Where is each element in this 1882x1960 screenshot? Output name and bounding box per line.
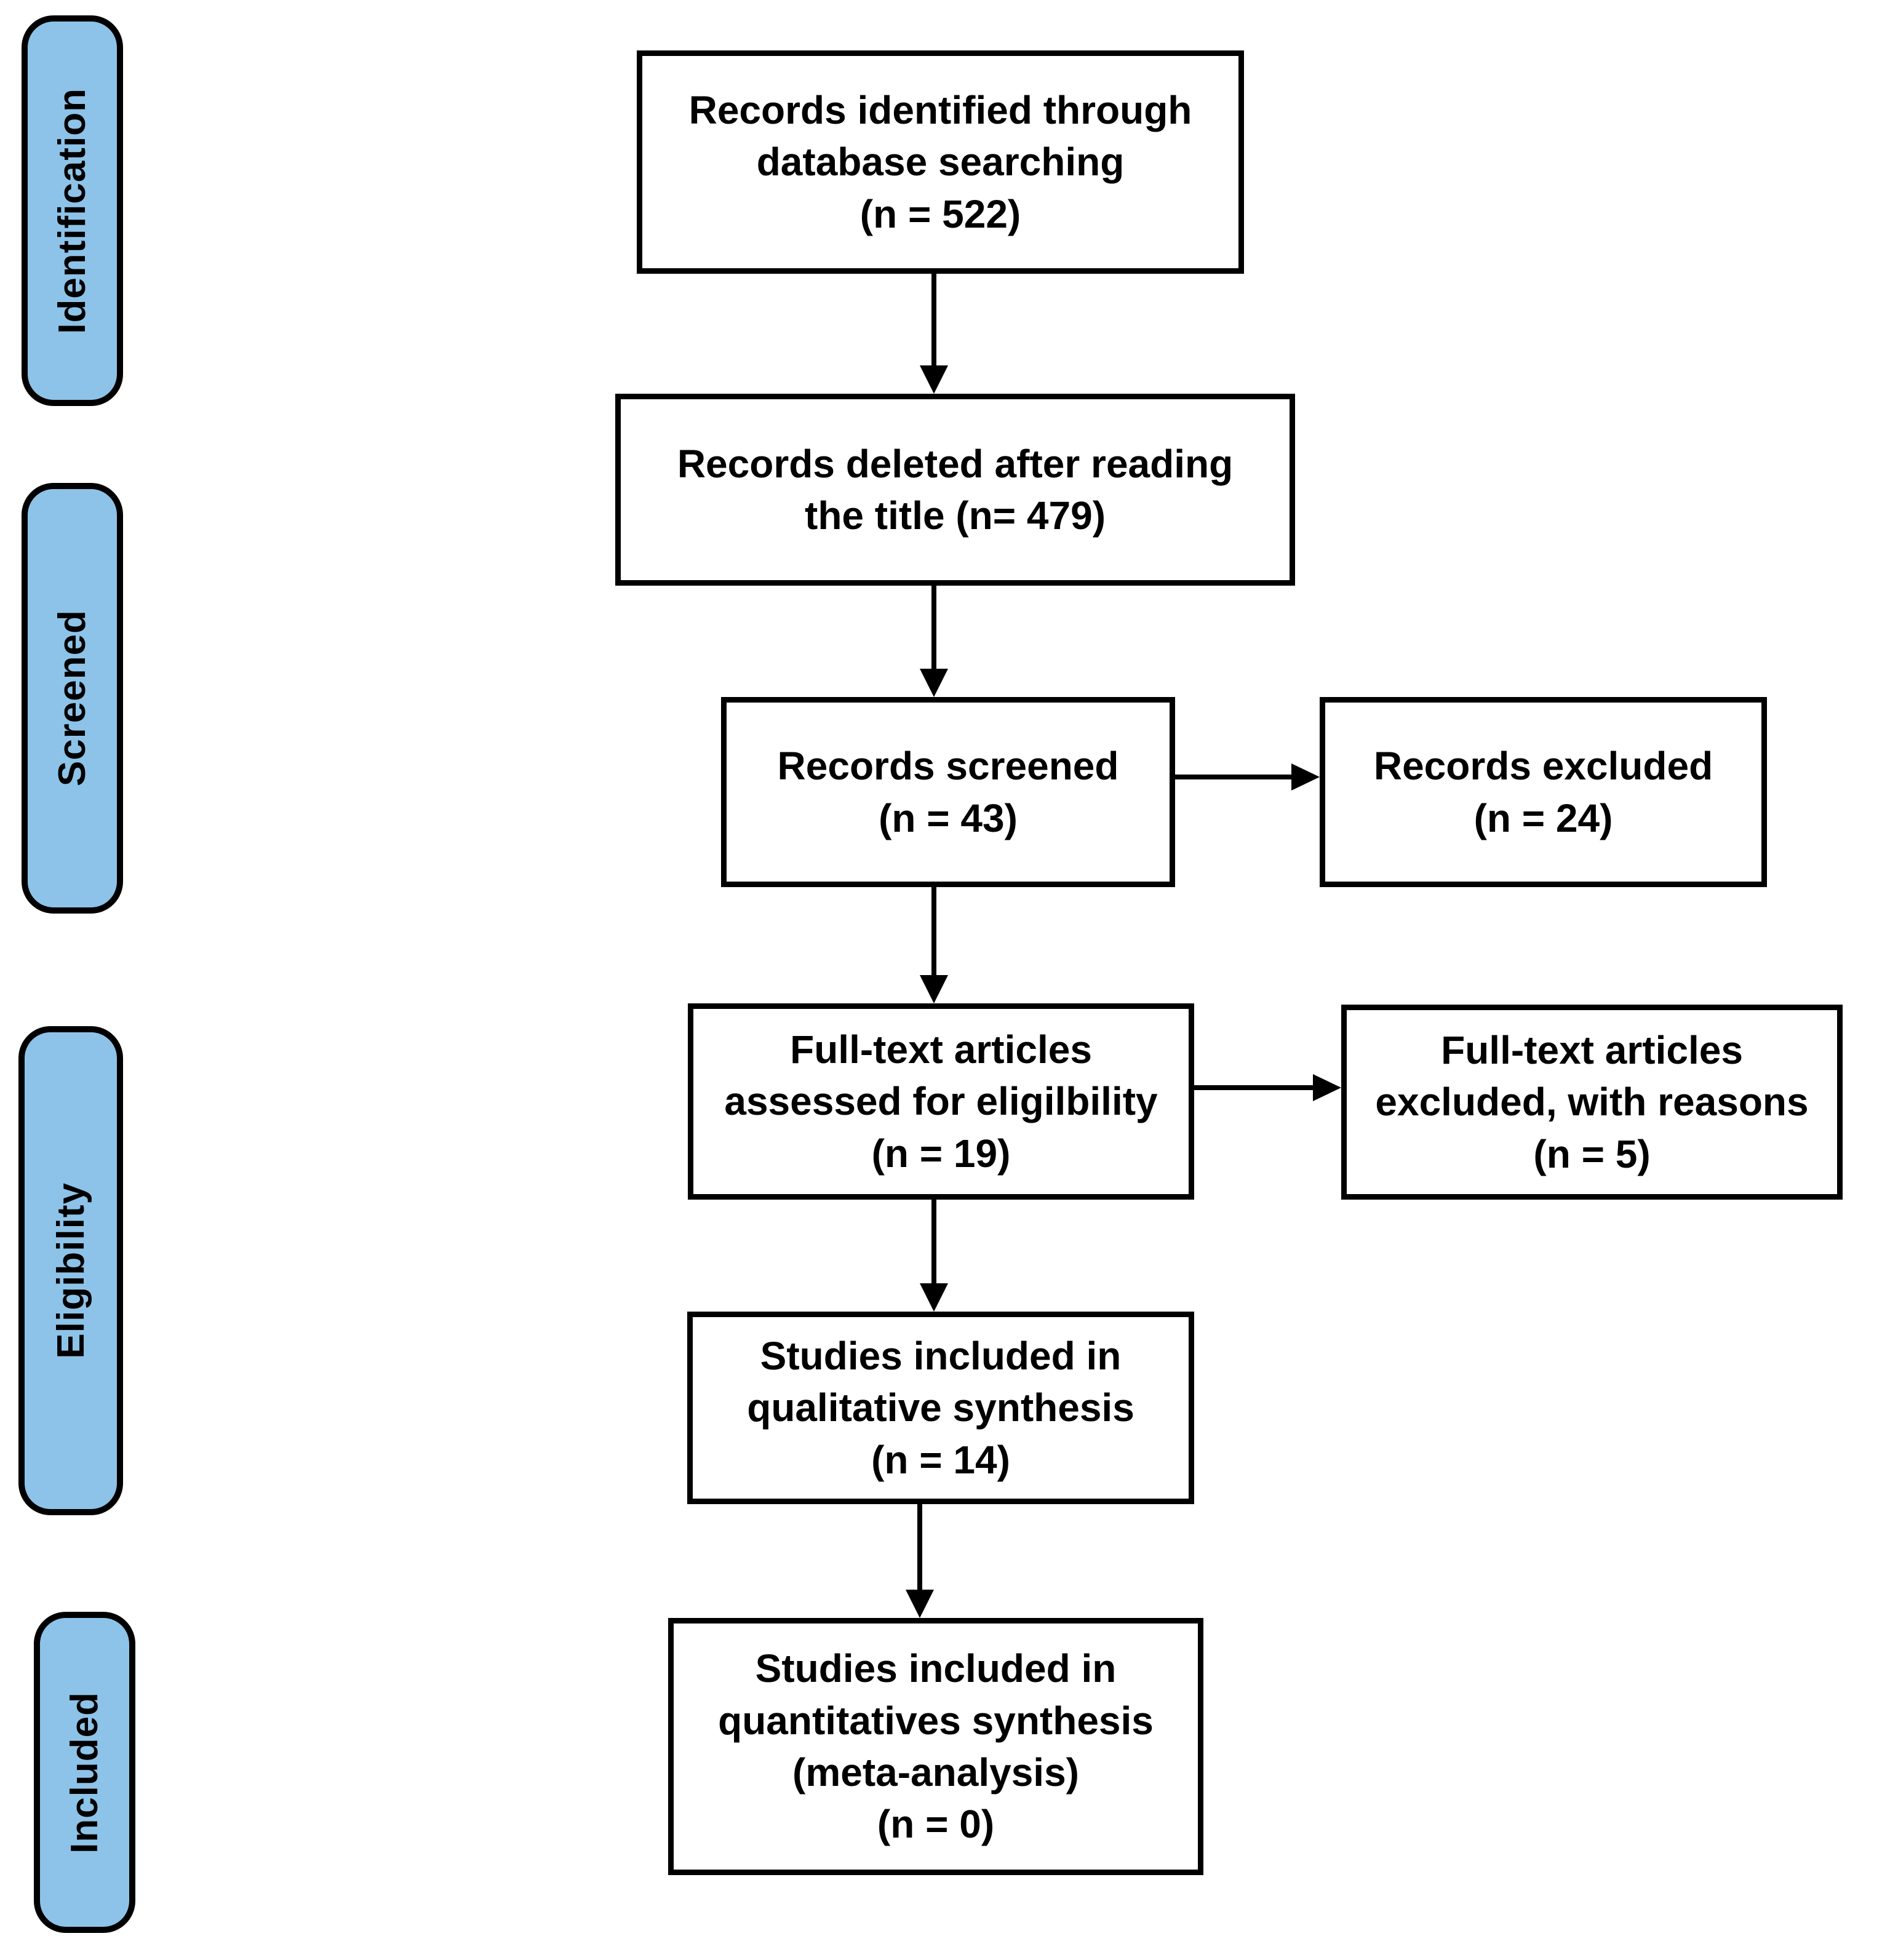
arrow-shaft	[931, 274, 936, 369]
box-records-screened-text: Records screened (n = 43)	[777, 744, 1119, 840]
arrow-shaft	[1175, 775, 1295, 779]
stage-screened-label: Screened	[51, 610, 94, 787]
box-fulltext-assessed: Full-text articles assessed for eligilbi…	[688, 1003, 1194, 1200]
box-records-identified: Records identified through database sear…	[637, 50, 1244, 274]
stage-identification: Identification	[22, 15, 123, 406]
arrow-right-icon	[1313, 1074, 1341, 1101]
box-quantitative-synthesis-text: Studies included in quantitatives synthe…	[718, 1646, 1154, 1847]
box-records-identified-text: Records identified through database sear…	[688, 87, 1192, 236]
arrow-screened-to-excluded	[1175, 763, 1320, 791]
stage-eligibility: Eligibility	[18, 1026, 123, 1515]
box-fulltext-excluded: Full-text articles excluded, with reason…	[1341, 1005, 1843, 1200]
arrow-right-icon	[1291, 763, 1320, 791]
arrow-down-icon	[920, 975, 948, 1003]
stage-included: Included	[34, 1612, 135, 1933]
arrow-down-icon	[920, 1283, 948, 1312]
box-records-deleted: Records deleted after reading the title …	[615, 394, 1295, 586]
box-fulltext-excluded-text: Full-text articles excluded, with reason…	[1375, 1027, 1809, 1176]
stage-included-label: Included	[63, 1691, 106, 1854]
box-records-deleted-text: Records deleted after reading the title …	[677, 441, 1234, 538]
arrow-fulltext-to-fulltext-excluded	[1194, 1074, 1341, 1101]
arrow-shaft	[931, 1200, 936, 1287]
arrow-identified-to-deleted	[920, 274, 948, 394]
box-records-screened: Records screened (n = 43)	[721, 697, 1175, 887]
stage-eligibility-label: Eligibility	[49, 1182, 92, 1359]
arrow-down-icon	[920, 669, 948, 697]
box-qualitative-synthesis: Studies included in qualitative synthesi…	[687, 1312, 1194, 1504]
arrow-deleted-to-screened	[920, 586, 948, 697]
arrow-down-icon	[920, 365, 948, 394]
arrow-fulltext-to-qualitative	[920, 1200, 948, 1312]
box-quantitative-synthesis: Studies included in quantitatives synthe…	[668, 1618, 1203, 1875]
arrow-shaft	[931, 586, 936, 672]
stage-screened: Screened	[22, 483, 123, 914]
box-qualitative-synthesis-text: Studies included in qualitative synthesi…	[747, 1333, 1134, 1482]
arrow-qualitative-to-quantitative	[906, 1504, 934, 1618]
arrow-shaft	[1194, 1085, 1317, 1090]
arrow-down-icon	[906, 1590, 934, 1618]
box-fulltext-assessed-text: Full-text articles assessed for eligilbi…	[724, 1027, 1158, 1176]
arrow-shaft	[931, 887, 936, 979]
arrow-shaft	[917, 1504, 922, 1593]
box-records-excluded: Records excluded (n = 24)	[1320, 697, 1767, 887]
arrow-screened-to-fulltext	[920, 887, 948, 1003]
stage-identification-label: Identification	[51, 87, 94, 334]
box-records-excluded-text: Records excluded (n = 24)	[1373, 744, 1713, 840]
